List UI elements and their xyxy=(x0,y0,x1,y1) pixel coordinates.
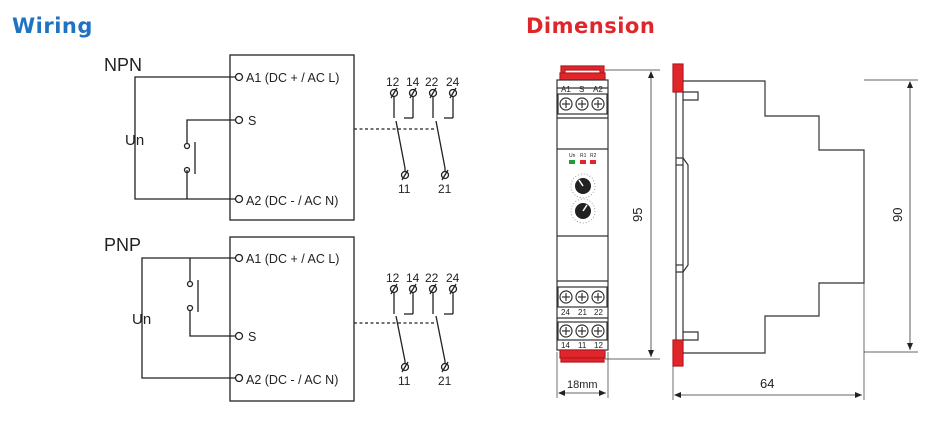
npn-contact-label: 11 xyxy=(398,182,411,196)
npn-terminal-s xyxy=(234,115,244,125)
pnp-contact-label: 21 xyxy=(438,374,452,388)
npn-terminal-a1 xyxy=(234,72,244,82)
pnp-wiring-diagram: PNP Un A1 (DC + / AC L) S A2 (DC - / AC … xyxy=(104,235,460,402)
front-terminal-label: 12 xyxy=(594,341,603,350)
pnp-a2-label: A2 (DC - / AC N) xyxy=(246,373,338,387)
npn-s-label: S xyxy=(248,114,256,128)
pnp-supply-label: Un xyxy=(132,311,151,328)
npn-screw-symbols xyxy=(389,87,458,181)
side-bottom-cover xyxy=(672,339,684,367)
din-rail-clip xyxy=(676,157,689,273)
pnp-contact-label: 11 xyxy=(398,374,411,388)
npn-contact-label: 24 xyxy=(446,75,460,89)
npn-supply-label: Un xyxy=(125,132,144,149)
time-range-knob xyxy=(570,173,596,199)
pnp-label: PNP xyxy=(104,235,141,255)
bottom-cover-base xyxy=(559,349,606,359)
width-18-label: 18mm xyxy=(567,379,598,391)
top-terminal-block xyxy=(557,93,608,115)
npn-relay-box xyxy=(229,54,355,221)
top-terminal-screws xyxy=(559,97,605,111)
pnp-a1-label: A1 (DC + / AC L) xyxy=(246,252,339,266)
npn-a1-label: A1 (DC + / AC L) xyxy=(246,71,339,85)
front-terminal-label: A1 xyxy=(561,85,571,94)
front-terminal-label: 24 xyxy=(561,308,570,317)
npn-contact-label: 14 xyxy=(406,75,420,89)
side-profile xyxy=(683,80,865,354)
side-top-cover xyxy=(672,63,684,93)
pnp-terminal-a2 xyxy=(234,373,244,383)
npn-contact-2-blade xyxy=(435,120,446,169)
time-adjust-knob xyxy=(570,198,596,224)
front-terminal-label: S xyxy=(579,85,584,94)
bottom-terminal-block xyxy=(557,321,608,341)
pnp-contact-1-blade xyxy=(395,315,406,362)
front-view: A1 S A2 Un R1 R2 xyxy=(556,65,660,398)
pnp-contact-label: 24 xyxy=(446,271,460,285)
height-95-label: 95 xyxy=(630,208,645,222)
front-terminal-label: 21 xyxy=(578,308,587,317)
npn-label: NPN xyxy=(104,55,142,75)
dimension-title: Dimension xyxy=(526,14,656,38)
bottom-terminal-cover xyxy=(560,357,605,363)
pnp-screw-symbols xyxy=(389,283,458,373)
led-label: Un xyxy=(569,153,576,159)
pnp-switch-terminal xyxy=(186,304,194,312)
wiring-title: Wiring xyxy=(12,14,93,38)
npn-wiring-diagram: NPN Un A1 (DC + / AC L) S A2 (DC - / AC … xyxy=(104,54,460,221)
led-r1 xyxy=(580,160,586,164)
led-un xyxy=(569,160,575,164)
pnp-contact-2-blade xyxy=(435,315,446,362)
front-terminal-label: 14 xyxy=(561,341,570,350)
top-terminal-cover xyxy=(560,65,605,74)
npn-contact-1-blade xyxy=(395,120,406,169)
pnp-switch-terminal xyxy=(186,280,194,288)
status-leds xyxy=(569,160,596,164)
pnp-terminal-a1 xyxy=(234,253,244,263)
npn-switch-terminal xyxy=(183,142,191,150)
depth-64-label: 64 xyxy=(760,376,774,391)
pnp-s-label: S xyxy=(248,330,256,344)
pnp-contact-label: 12 xyxy=(386,271,400,285)
npn-contact-label: 12 xyxy=(386,75,400,89)
npn-contact-label: 22 xyxy=(425,75,439,89)
mid-terminal-screws xyxy=(559,290,605,304)
front-terminal-label: A2 xyxy=(593,85,603,94)
pnp-contact-label: 14 xyxy=(406,271,420,285)
led-r2 xyxy=(590,160,596,164)
npn-a2-label: A2 (DC - / AC N) xyxy=(246,194,338,208)
pnp-relay-box xyxy=(229,236,355,402)
npn-terminal-a2 xyxy=(234,194,244,204)
front-terminal-label: 11 xyxy=(578,341,587,350)
pnp-contact-label: 22 xyxy=(425,271,439,285)
front-terminal-label: 22 xyxy=(594,308,603,317)
npn-switch-terminal xyxy=(183,166,191,174)
mid-terminal-block xyxy=(557,286,608,308)
height-90-label: 90 xyxy=(890,208,905,222)
side-view: 90 64 xyxy=(672,63,918,400)
led-label: R1 xyxy=(580,153,587,159)
led-label: R2 xyxy=(590,153,597,159)
bottom-terminal-screws xyxy=(559,324,605,338)
npn-contact-label: 21 xyxy=(438,182,452,196)
pnp-terminal-s xyxy=(234,331,244,341)
